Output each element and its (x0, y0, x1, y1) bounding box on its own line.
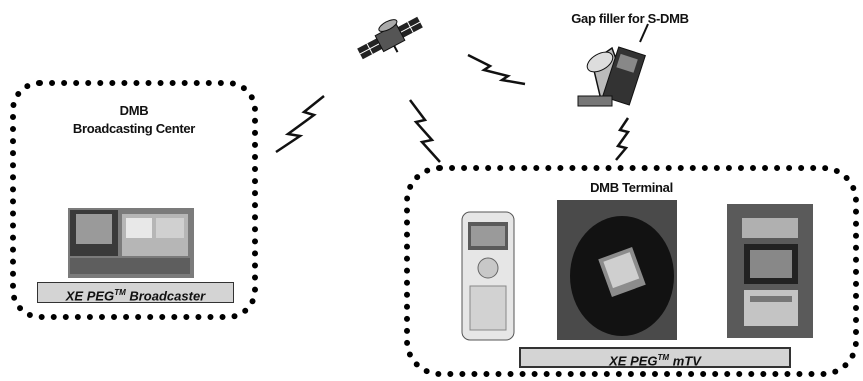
handheld-device-photo (557, 200, 677, 340)
mtv-product-suffix: mTV (669, 353, 701, 368)
mtv-trademark: TM (658, 353, 670, 362)
broadcaster-trademark: TM (114, 288, 126, 297)
gap-filler-antenna-icon (578, 24, 648, 106)
handheld-terminal-photo (462, 212, 514, 340)
broadcaster-product-name: XE PEG (66, 288, 114, 303)
mtv-product-name: XE PEG (609, 353, 657, 368)
car-terminal-photo (727, 204, 813, 338)
broadcaster-product-suffix: Broadcaster (126, 288, 205, 303)
mtv-product-banner: XE PEGTM mTV (519, 347, 791, 368)
broadcast-server-photo (68, 208, 194, 278)
broadcaster-product-banner: XE PEGTM Broadcaster (37, 282, 234, 303)
satellite-icon (352, 8, 427, 68)
lightning-signal-icon (276, 55, 628, 162)
